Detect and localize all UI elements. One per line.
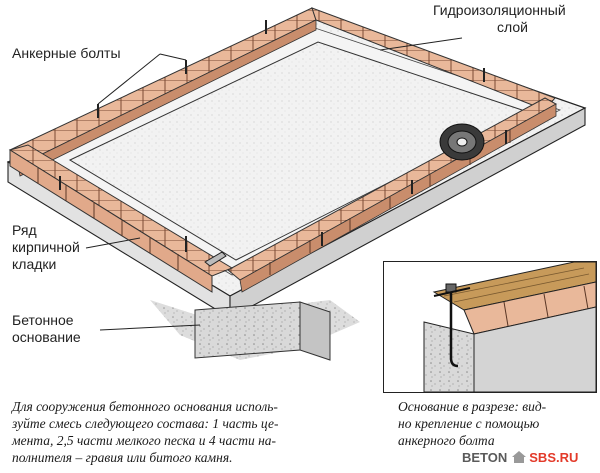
leader-anchor-bolts	[97, 53, 187, 105]
leader-brick-row	[85, 237, 141, 249]
label-waterproofing: Гидроизоляционный слой	[433, 2, 566, 35]
section-inset	[383, 261, 597, 393]
section-anchor-bolt	[433, 283, 471, 368]
section-concrete	[423, 321, 475, 392]
label-brick-row: Ряд кирпичной кладки	[12, 222, 80, 272]
leader-concrete-base	[99, 324, 201, 331]
anchor-bolts	[59, 20, 507, 252]
waterproofing-roll	[439, 123, 485, 161]
label-concrete-base: Бетонное основание	[12, 312, 81, 345]
watermark-part1: BETON	[462, 449, 508, 465]
leader-waterproofing	[379, 37, 463, 51]
concrete-footing	[194, 301, 301, 359]
watermark: BETON SBS.RU	[462, 447, 578, 467]
watermark-part2: SBS.RU	[529, 449, 579, 465]
caption-section: Основание в разрезе: вид- но крепление с…	[398, 399, 547, 448]
house-icon	[512, 451, 527, 463]
caption-mix: Для сооружения бетонного основания испол…	[12, 399, 279, 465]
label-anchor-bolts: Анкерные болты	[12, 45, 121, 61]
section-drawing	[384, 262, 596, 392]
trowel-icon	[204, 251, 227, 267]
section-brick-row	[463, 281, 596, 335]
